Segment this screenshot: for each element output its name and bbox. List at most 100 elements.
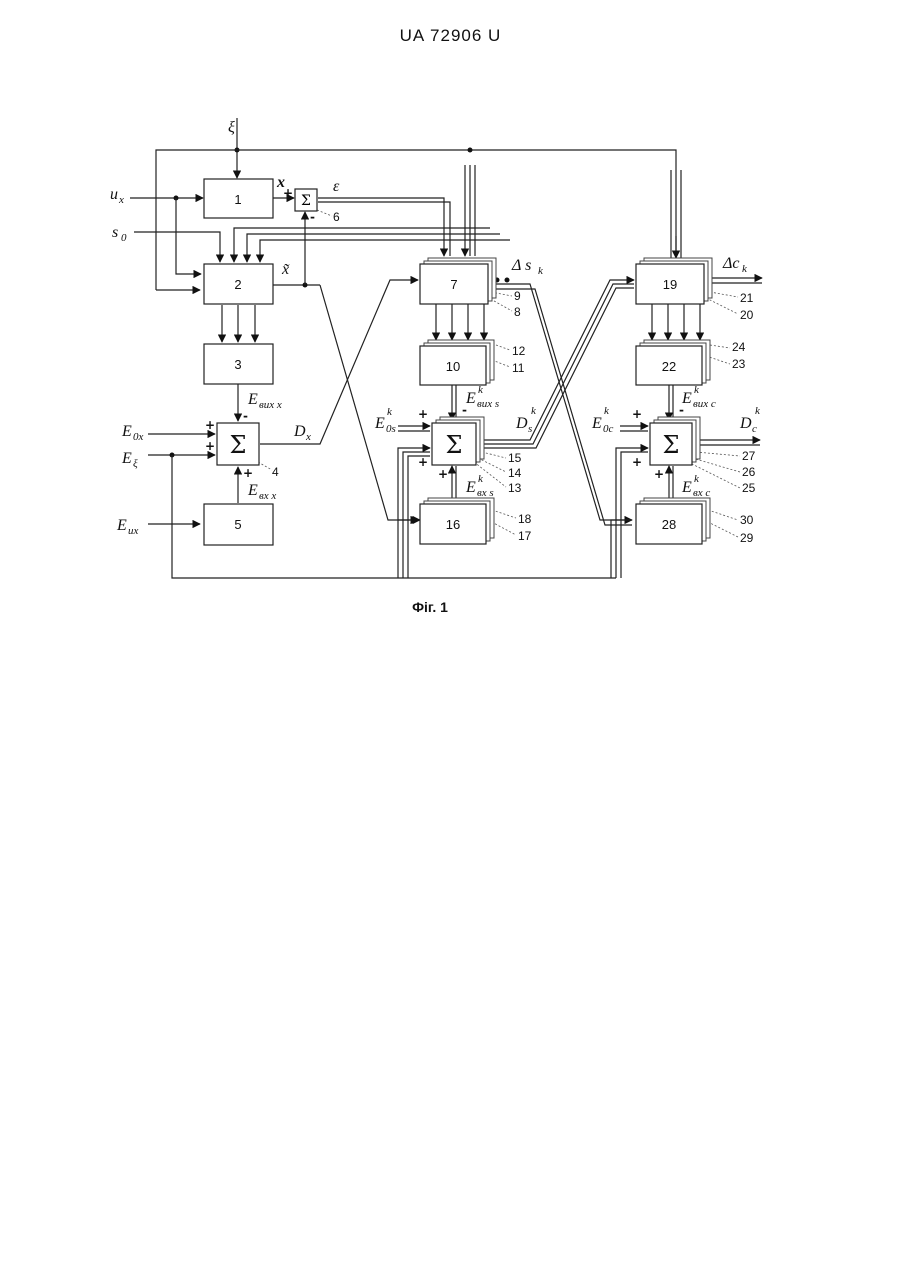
svg-text:1: 1: [234, 192, 241, 207]
svg-text:7: 7: [450, 277, 457, 292]
svg-text:вuх s: вuх s: [477, 398, 499, 410]
svg-text:0s: 0s: [386, 423, 396, 435]
svg-text:21: 21: [740, 291, 754, 305]
svg-text:E: E: [121, 450, 132, 467]
svg-text:Σ: Σ: [663, 431, 680, 459]
svg-text:3: 3: [234, 357, 241, 372]
svg-text:+: +: [418, 407, 428, 421]
svg-text:23: 23: [732, 357, 746, 371]
svg-text:25: 25: [742, 481, 756, 495]
block-1: 1: [204, 179, 273, 218]
svg-text:13: 13: [508, 481, 522, 495]
svg-text:28: 28: [662, 517, 676, 532]
block-diagram: 1 2 3 5 Σ Σ 7 10 Σ 16: [0, 0, 901, 600]
svg-text:20: 20: [740, 308, 754, 322]
svg-text:-: -: [243, 409, 248, 423]
svg-text:E: E: [247, 482, 258, 499]
summator-6: Σ: [295, 189, 317, 211]
block-28: 28: [636, 498, 710, 544]
svg-text:+: +: [438, 467, 448, 481]
svg-text:E: E: [681, 479, 692, 496]
svg-text:30: 30: [740, 513, 754, 527]
svg-text:5: 5: [234, 517, 241, 532]
svg-text:вuх x: вuх x: [259, 399, 282, 411]
svg-text:k: k: [742, 263, 748, 275]
svg-text:24: 24: [732, 340, 746, 354]
summator-13: Σ: [432, 417, 484, 465]
svg-text:Δ s: Δ s: [511, 257, 531, 274]
svg-text:-: -: [310, 210, 315, 224]
svg-text:2: 2: [234, 277, 241, 292]
svg-text:+: +: [243, 466, 253, 480]
svg-text:ξ: ξ: [228, 119, 235, 136]
svg-text:k: k: [604, 405, 610, 417]
block-5: 5: [204, 504, 273, 545]
svg-text:k: k: [387, 406, 393, 418]
svg-text:16: 16: [446, 517, 460, 532]
svg-text:26: 26: [742, 465, 756, 479]
block-7: 7: [420, 258, 496, 304]
svg-text:Σ: Σ: [230, 431, 247, 459]
svg-text:u: u: [110, 186, 118, 203]
svg-text:x: x: [118, 194, 124, 206]
svg-text:c: c: [752, 423, 757, 435]
summator-4: Σ: [217, 423, 259, 465]
svg-text:11: 11: [512, 361, 525, 375]
svg-text:ξ: ξ: [133, 458, 138, 470]
svg-text:вх c: вх c: [693, 487, 710, 499]
svg-text:ux: ux: [128, 525, 139, 537]
svg-text:вх x: вх x: [259, 490, 276, 502]
figure-caption: Фіг. 1: [0, 599, 860, 615]
svg-text:4: 4: [272, 465, 279, 479]
svg-text:17: 17: [518, 529, 532, 543]
block-2: 2: [204, 264, 273, 304]
svg-text:D: D: [739, 415, 752, 432]
svg-text:+: +: [632, 455, 642, 469]
svg-text:0c: 0c: [603, 423, 614, 435]
svg-text:D: D: [515, 415, 528, 432]
svg-text:9: 9: [514, 289, 521, 303]
svg-text:15: 15: [508, 451, 522, 465]
svg-text:-: -: [462, 403, 467, 417]
svg-text:+: +: [205, 418, 215, 432]
svg-text:+: +: [632, 407, 642, 421]
svg-text:ε: ε: [333, 178, 340, 195]
svg-text:E: E: [374, 415, 385, 432]
block-16: 16: [420, 498, 494, 544]
svg-text:k: k: [478, 384, 484, 396]
svg-text:k: k: [538, 265, 544, 277]
svg-text:E: E: [247, 391, 258, 408]
svg-text:0x: 0x: [133, 431, 144, 443]
svg-text:+: +: [283, 186, 293, 200]
svg-text:29: 29: [740, 531, 754, 545]
svg-text:Σ: Σ: [446, 431, 463, 459]
svg-text:19: 19: [663, 277, 677, 292]
svg-text:8: 8: [514, 305, 521, 319]
svg-text:s: s: [112, 224, 118, 241]
svg-text:E: E: [121, 423, 132, 440]
svg-text:0: 0: [121, 232, 127, 244]
svg-text:k: k: [694, 473, 700, 485]
svg-text:k: k: [531, 405, 537, 417]
svg-text:x̃: x̃: [281, 261, 290, 278]
svg-text:22: 22: [662, 359, 676, 374]
svg-text:+: +: [418, 455, 428, 469]
svg-text:+: +: [654, 467, 664, 481]
svg-text:Σ: Σ: [301, 193, 311, 209]
svg-text:18: 18: [518, 512, 532, 526]
svg-text:D: D: [293, 423, 306, 440]
block-3: 3: [204, 344, 273, 384]
svg-text:k: k: [755, 405, 761, 417]
svg-text:+: +: [205, 439, 215, 453]
svg-text:E: E: [591, 415, 602, 432]
summator-25: Σ: [650, 417, 700, 465]
svg-text:6: 6: [333, 210, 340, 224]
svg-text:вх s: вх s: [477, 487, 494, 499]
svg-text:-: -: [679, 403, 684, 417]
block-19: 19: [636, 258, 712, 304]
svg-text:E: E: [116, 517, 127, 534]
svg-text:14: 14: [508, 466, 522, 480]
svg-text:27: 27: [742, 449, 756, 463]
svg-text:k: k: [694, 384, 700, 396]
block-22: 22: [636, 340, 710, 385]
